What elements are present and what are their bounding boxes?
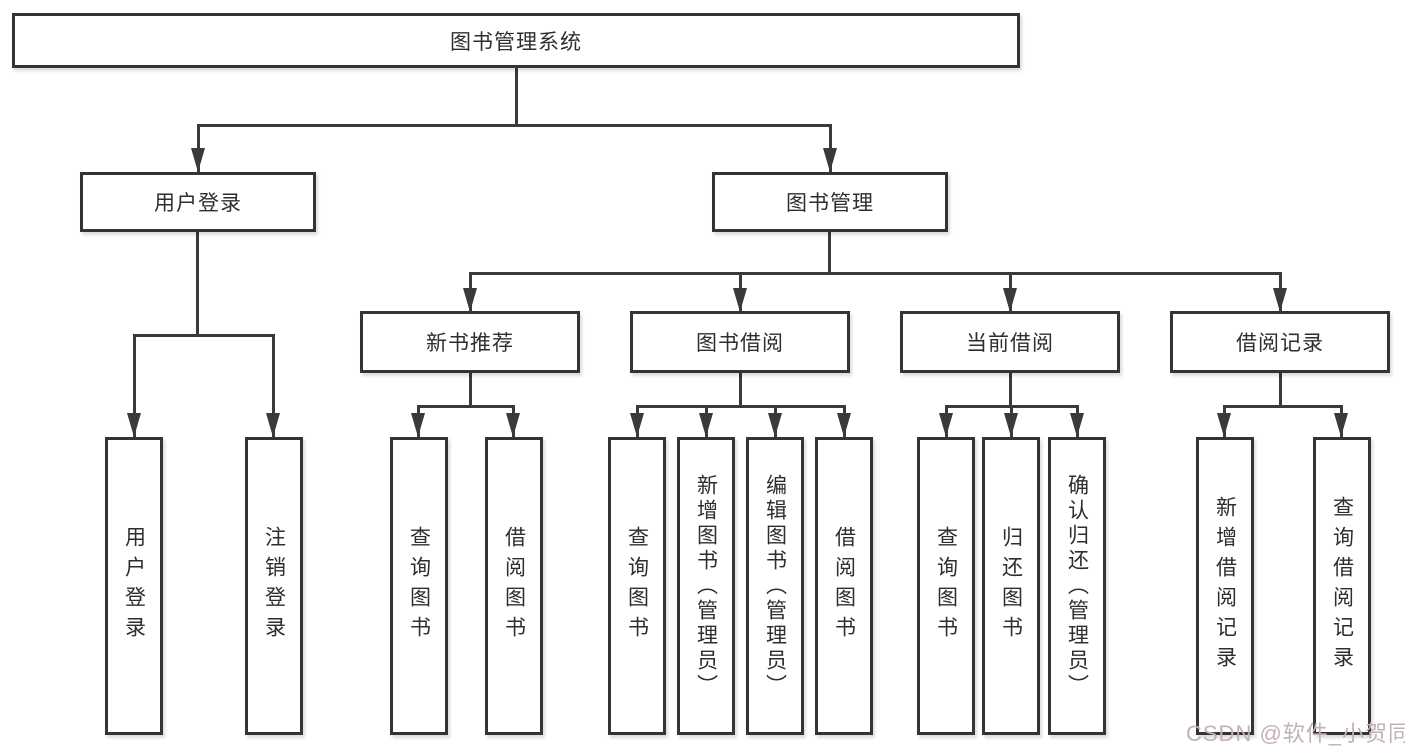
node-new-book-recommend: 新书推荐 — [360, 311, 580, 373]
leaf-query-borrow-record: 查询借阅记录 — [1313, 437, 1371, 735]
connector-line — [196, 232, 199, 336]
arrow-down-icon — [266, 413, 280, 437]
arrow-down-icon — [768, 413, 782, 437]
leaf-edit-book-admin: 编辑图书（管理员） — [746, 437, 804, 735]
connector-line — [1223, 405, 1342, 408]
arrow-down-icon — [1334, 413, 1348, 437]
connector-line — [1009, 373, 1012, 407]
arrow-down-icon — [411, 413, 425, 437]
connector-line — [636, 405, 845, 408]
leaf-query-books-current: 查询图书 — [917, 437, 975, 735]
connector-line — [739, 373, 742, 407]
leaf-add-borrow-record: 新增借阅记录 — [1196, 437, 1254, 735]
connector-line — [469, 272, 1281, 275]
arrow-down-icon — [823, 148, 837, 172]
arrow-down-icon — [699, 413, 713, 437]
leaf-add-book-admin: 新增图书（管理员） — [677, 437, 735, 735]
arrow-down-icon — [939, 413, 953, 437]
node-user-login: 用户登录 — [80, 172, 316, 232]
node-borrow-records: 借阅记录 — [1170, 311, 1390, 373]
leaf-borrow-books-recommend: 借阅图书 — [485, 437, 543, 735]
connector-line — [1279, 373, 1282, 407]
leaf-confirm-return-admin: 确认归还（管理员） — [1048, 437, 1106, 735]
connector-line — [515, 68, 518, 126]
arrow-down-icon — [837, 413, 851, 437]
watermark: CSDN @软件_小贺同学 — [1186, 721, 1405, 746]
connector-line — [469, 373, 472, 407]
connector-line — [133, 334, 136, 437]
connector-line — [197, 124, 832, 127]
arrow-down-icon — [1070, 413, 1084, 437]
leaf-return-book: 归还图书 — [982, 437, 1040, 735]
arrow-down-icon — [1273, 288, 1287, 312]
arrow-down-icon — [630, 413, 644, 437]
leaf-query-books-borrowing: 查询图书 — [608, 437, 666, 735]
arrow-down-icon — [733, 288, 747, 312]
node-book-borrowing: 图书借阅 — [630, 311, 850, 373]
arrow-down-icon — [1217, 413, 1231, 437]
connector-line — [828, 232, 831, 274]
arrow-down-icon — [506, 413, 520, 437]
arrow-down-icon — [191, 148, 205, 172]
leaf-logout: 注销登录 — [245, 437, 303, 735]
connector-line — [272, 334, 275, 437]
arrow-down-icon — [1004, 413, 1018, 437]
node-current-borrowing: 当前借阅 — [900, 311, 1120, 373]
arrow-down-icon — [127, 413, 141, 437]
arrow-down-icon — [1003, 288, 1017, 312]
leaf-user-login: 用户登录 — [105, 437, 163, 735]
leaf-query-books-recommend: 查询图书 — [390, 437, 448, 735]
connector-line — [133, 334, 274, 337]
root-node-library-system: 图书管理系统 — [12, 13, 1020, 68]
node-book-management: 图书管理 — [712, 172, 948, 232]
arrow-down-icon — [463, 288, 477, 312]
connector-line — [417, 405, 514, 408]
leaf-borrow-books-borrowing: 借阅图书 — [815, 437, 873, 735]
